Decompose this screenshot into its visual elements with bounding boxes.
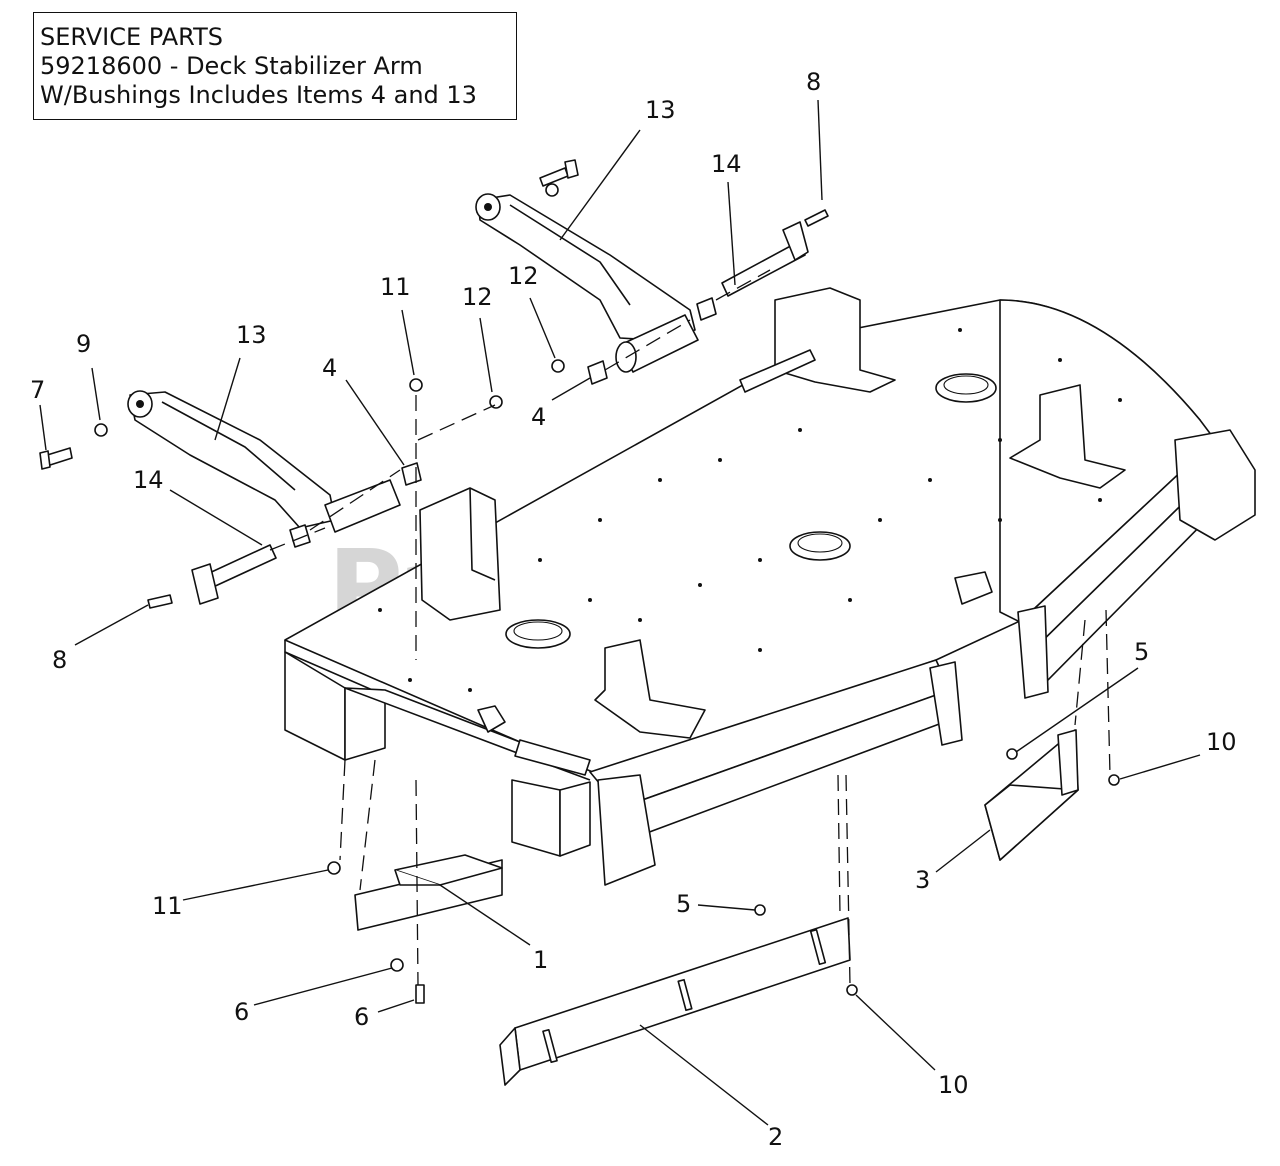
leader-lines: [39, 99, 1201, 1126]
callout-12-mid: 12: [508, 262, 539, 290]
callout-3: 3: [915, 866, 930, 894]
callout-9: 9: [76, 330, 91, 358]
bracket-item-3: [984, 729, 1120, 861]
mower-deck: [284, 287, 1256, 886]
nut-12-left: [489, 395, 503, 409]
callout-11-bottom: 11: [152, 892, 183, 920]
callout-5-right: 5: [1134, 638, 1149, 666]
callout-7: 7: [30, 376, 45, 404]
callout-12-left: 12: [462, 283, 493, 311]
stabilizer-arm-left: [39, 360, 608, 548]
service-parts-kit-number: 59218600 - Deck Stabilizer Arm: [40, 52, 423, 80]
callout-4-mid: 4: [531, 403, 546, 431]
bracket-item-1: [327, 854, 503, 1004]
callout-14-top: 14: [711, 150, 742, 178]
callout-10-bottom: 10: [938, 1071, 969, 1099]
pivot-pin-upper: [721, 209, 829, 297]
callout-8-left: 8: [52, 646, 67, 674]
service-parts-kit-contents: W/Bushings Includes Items 4 and 13: [40, 81, 477, 109]
nut-12-mid: [551, 359, 565, 373]
alignment-lines: [269, 269, 1111, 986]
callout-5-bottom: 5: [676, 890, 691, 918]
plate-item-2: [499, 904, 858, 1086]
service-parts-box: SERVICE PARTS 59218600 - Deck Stabilizer…: [33, 12, 517, 120]
pivot-pin-left: [147, 544, 277, 609]
callout-14-left: 14: [133, 466, 164, 494]
callout-2: 2: [768, 1123, 783, 1151]
callout-labels: 13 8 14 11 12 12 9 7 13 4 4 14 8 5 10 3 …: [30, 68, 1237, 1151]
callout-6-left: 6: [234, 998, 249, 1026]
callout-13-top: 13: [645, 96, 676, 124]
callout-13-left: 13: [236, 321, 267, 349]
callout-8-top: 8: [806, 68, 821, 96]
callout-10-right: 10: [1206, 728, 1237, 756]
nut-11-top: [409, 378, 423, 392]
service-parts-heading: SERVICE PARTS: [40, 23, 223, 51]
callout-6-bottom: 6: [354, 1003, 369, 1031]
callout-11-top: 11: [380, 273, 411, 301]
callout-1: 1: [533, 946, 548, 974]
callout-4-left: 4: [322, 354, 337, 382]
